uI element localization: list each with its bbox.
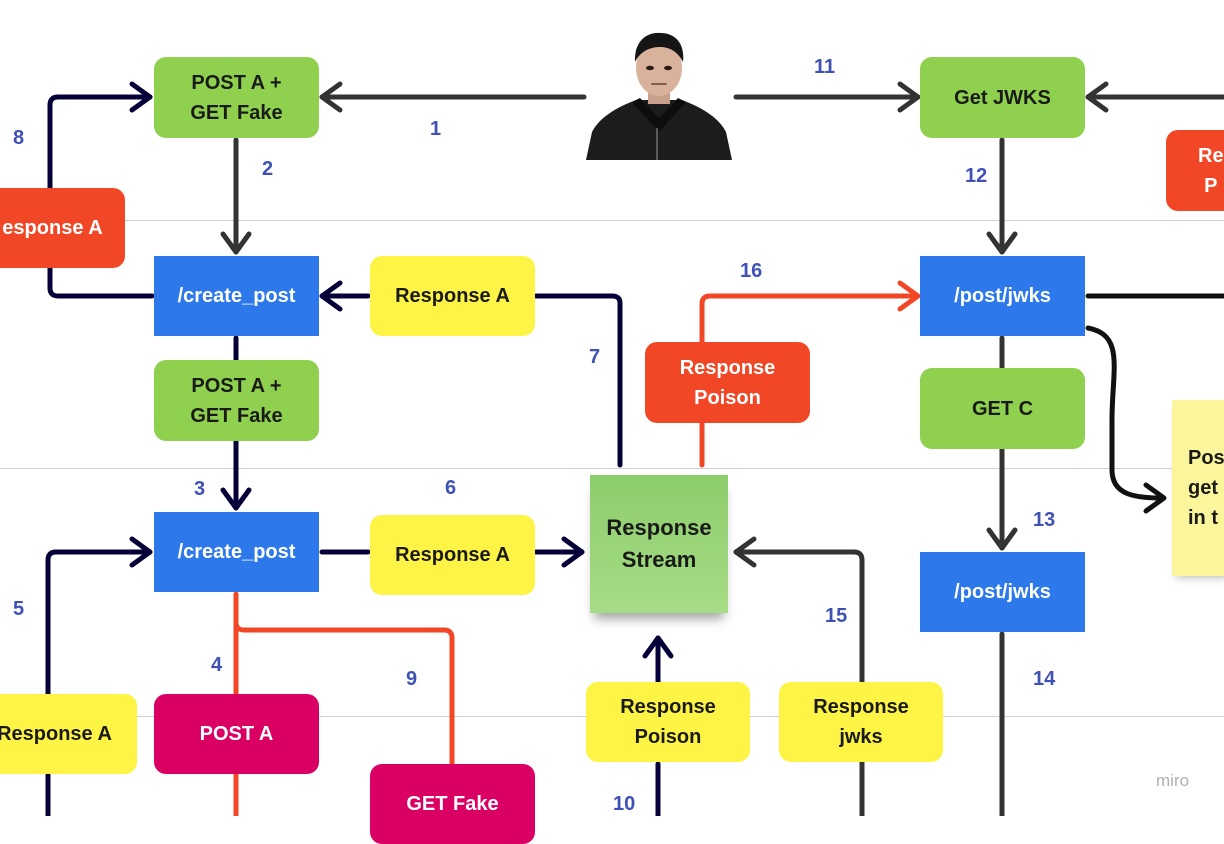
step-number-7: 7 (589, 346, 601, 368)
arrow-note (1085, 325, 1165, 501)
post-a[interactable]: POST A (154, 694, 319, 774)
response-a-yellow-left[interactable]: Response A (0, 694, 137, 774)
step-number-14: 14 (1033, 668, 1056, 690)
step-number-11: 11 (814, 56, 836, 78)
response-stream[interactable]: Response Stream (590, 475, 728, 613)
arrow-15 (733, 549, 865, 816)
arrowhead-3 (220, 487, 252, 511)
arrowhead-note (1143, 482, 1167, 514)
arrowhead-5 (129, 536, 153, 568)
note-partial[interactable]: Pos get in t (1172, 400, 1224, 576)
response-a-yellow-top[interactable]: Response A (370, 256, 535, 336)
arrowhead-16 (897, 280, 921, 312)
create-post-bottom[interactable]: /create_post (154, 512, 319, 592)
arrowhead-10 (642, 635, 674, 659)
get-fake[interactable]: GET Fake (370, 764, 535, 844)
step-number-4: 4 (211, 654, 223, 676)
create-post-top[interactable]: /create_post (154, 256, 319, 336)
post-a-get-fake-mid[interactable]: POST A + GET Fake (154, 360, 319, 441)
arrowhead-15 (733, 536, 757, 568)
step-number-1: 1 (430, 118, 442, 140)
re-p-partial[interactable]: Re P (1166, 130, 1224, 211)
step-number-3: 3 (194, 478, 206, 500)
arrowhead-12 (986, 231, 1018, 255)
connector-layer (45, 81, 1224, 816)
post-jwks-top[interactable]: /post/jwks (920, 256, 1085, 336)
arrowhead-2 (220, 231, 252, 255)
get-c[interactable]: GET C (920, 368, 1085, 449)
arrowhead-right-in (1085, 81, 1109, 113)
step-number-15: 15 (825, 605, 848, 627)
arrow-5 (45, 549, 153, 816)
arrowhead-11 (897, 81, 921, 113)
arrow-9 (233, 619, 455, 767)
arrowhead-6 (561, 536, 585, 568)
arrowhead-13 (986, 527, 1018, 551)
miro-watermark: miro (1156, 771, 1190, 790)
arrow-7 (533, 293, 623, 468)
step-number-8: 8 (13, 127, 25, 149)
step-number-2: 2 (262, 158, 274, 180)
get-jwks[interactable]: Get JWKS (920, 57, 1085, 138)
step-number-13: 13 (1033, 509, 1056, 531)
response-jwks[interactable]: Response jwks (779, 682, 943, 762)
lane-divider-2 (0, 468, 1224, 469)
step-number-6: 6 (445, 477, 457, 499)
response-poison-red[interactable]: Response Poison (645, 342, 810, 423)
post-jwks-bottom[interactable]: /post/jwks (920, 552, 1085, 632)
lane-divider-1 (0, 220, 1224, 221)
step-number-10: 10 (613, 793, 636, 815)
step-number-16: 16 (740, 260, 763, 282)
arrowhead-8 (129, 81, 153, 113)
post-a-get-fake-top[interactable]: POST A + GET Fake (154, 57, 319, 138)
step-number-5: 5 (13, 598, 25, 620)
arrowhead-7 (319, 280, 343, 312)
response-a-left-red[interactable]: esponse A (0, 188, 125, 268)
response-a-yellow-mid[interactable]: Response A (370, 515, 535, 595)
arrowhead-1 (319, 81, 343, 113)
response-poison-yellow[interactable]: Response Poison (586, 682, 750, 762)
step-number-12: 12 (965, 165, 988, 187)
attacker-avatar (586, 32, 732, 160)
step-number-9: 9 (406, 668, 418, 690)
arrow-16 (699, 293, 921, 468)
